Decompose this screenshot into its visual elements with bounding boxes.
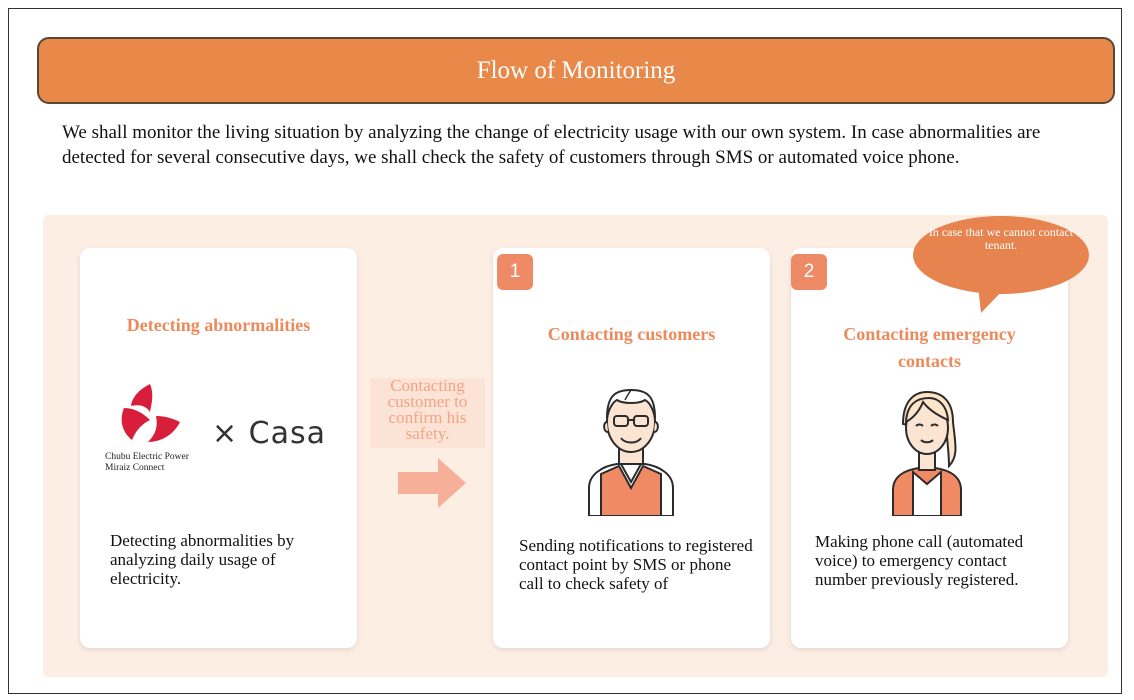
diagram-frame: [8, 8, 1122, 694]
emergency-card-description: Making phone call (automated voice) to e…: [815, 532, 1024, 589]
chubu-logo-icon: [121, 384, 180, 442]
logo-caption-line1: Chubu Electric Power: [105, 452, 189, 462]
arrow-label: Contacting customer to confirm his safet…: [370, 377, 485, 448]
woman-icon: [892, 390, 962, 516]
page-title-text: Flow of Monitoring: [476, 56, 676, 84]
step-2-badge: 2: [791, 254, 827, 290]
casa-logo: × Casa: [212, 416, 327, 451]
logo-caption-line2: Miraiz Connect: [105, 463, 165, 473]
detect-card: Detecting abnormalities Chubu Electric P…: [80, 248, 357, 648]
customers-card-description: Sending notifications to registered cont…: [519, 536, 753, 593]
page-title: Flow of Monitoring: [37, 37, 1115, 104]
emergency-card-title: Contacting emergency contacts: [843, 324, 1016, 371]
bubble-text: In case that we cannot contact tenant.: [928, 225, 1074, 252]
detect-card-title: Detecting abnormalities: [126, 315, 311, 335]
intro-text: We shall monitor the living situation by…: [62, 122, 1041, 168]
emergency-card: Contacting emergency contacts Making pho…: [791, 248, 1068, 648]
step-1-badge: 1: [497, 254, 533, 290]
arrow-right-icon: [398, 458, 466, 508]
customers-card: Contacting customers Sending notificatio…: [493, 248, 770, 648]
customers-card-title: Contacting customers: [547, 324, 716, 344]
detect-card-description: Detecting abnormalities by analyzing dai…: [110, 531, 295, 588]
speech-bubble: [913, 216, 1089, 313]
elderly-man-icon: [588, 388, 674, 516]
